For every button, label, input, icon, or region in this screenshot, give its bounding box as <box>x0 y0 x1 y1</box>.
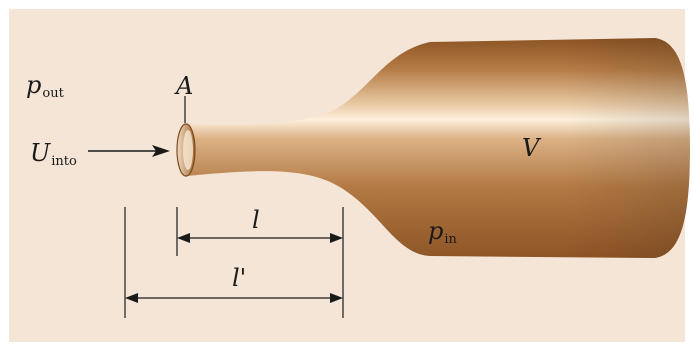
inflow-velocity-label: Uinto <box>30 141 77 168</box>
inside-pressure-symbol: p <box>428 217 444 245</box>
inside-pressure-subscript: in <box>444 232 457 247</box>
effective-length-dimension <box>125 293 343 303</box>
inflow-velocity-symbol: U <box>30 139 51 167</box>
neck-opening-inner <box>183 130 193 170</box>
inside-pressure-label: pin <box>428 219 457 246</box>
neck-length-dimension <box>177 233 343 243</box>
outside-pressure-label: pout <box>26 73 64 100</box>
inflow-arrow <box>88 145 170 157</box>
volume-label: V <box>522 134 540 162</box>
resonator-body <box>176 38 690 258</box>
neck-length-label: l <box>252 206 260 234</box>
outside-pressure-subscript: out <box>42 86 64 101</box>
area-label: A <box>176 72 194 100</box>
effective-length-label: l' <box>232 264 247 292</box>
outside-pressure-symbol: p <box>26 71 42 99</box>
resonator-shading <box>186 38 690 258</box>
inflow-velocity-subscript: into <box>51 154 77 169</box>
